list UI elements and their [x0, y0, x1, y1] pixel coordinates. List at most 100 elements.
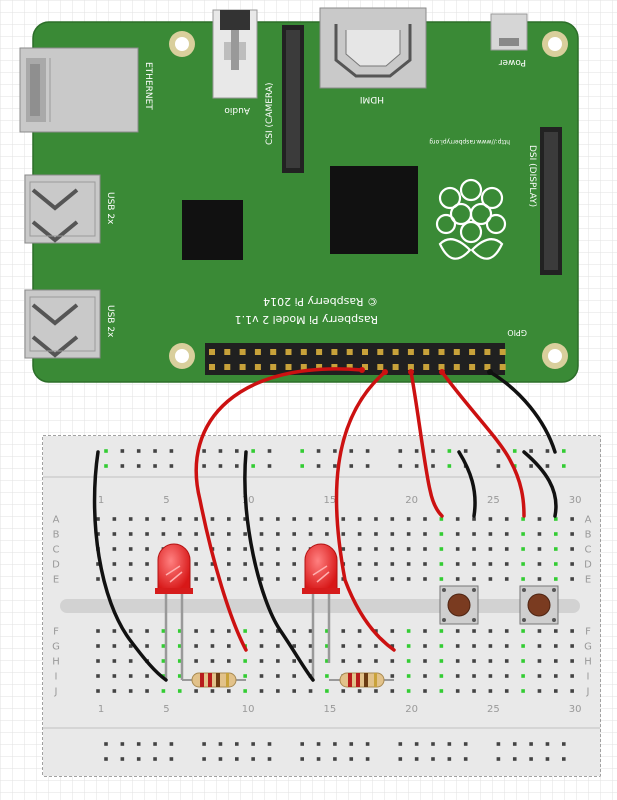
- copyright-label: © Raspberry Pi 2014: [263, 295, 378, 308]
- breadboard-hole: [472, 532, 476, 536]
- rail-hole: [120, 449, 125, 453]
- rail-hole: [251, 464, 255, 468]
- breadboard-hole: [276, 517, 280, 521]
- breadboard-hole: [325, 674, 329, 678]
- rail-hole: [267, 742, 272, 746]
- breadboard-hole: [472, 547, 476, 551]
- breadboard-hole: [210, 517, 215, 521]
- breadboard-hole: [128, 577, 133, 581]
- breadboard-hole: [177, 629, 182, 633]
- breadboard-hole: [521, 547, 525, 551]
- rail-hole: [545, 449, 550, 453]
- breadboard-hole: [423, 562, 427, 566]
- breadboard-hole: [259, 644, 264, 648]
- rail-hole: [431, 464, 435, 468]
- breadboard-hole: [488, 629, 493, 633]
- gpio-pin: [438, 349, 445, 355]
- rail-hole: [545, 464, 550, 468]
- breadboard-hole: [554, 689, 558, 693]
- breadboard-hole: [554, 577, 558, 581]
- breadboard-hole: [439, 689, 444, 693]
- breadboard-hole: [243, 577, 247, 581]
- breadboard-hole: [292, 577, 296, 581]
- breadboard-hole: [276, 659, 280, 663]
- rail-hole: [333, 449, 337, 453]
- column-label: 30: [569, 495, 582, 506]
- breadboard-hole: [423, 629, 427, 633]
- wire-black-led1: [92, 450, 168, 682]
- breadboard-hole: [406, 577, 411, 581]
- rail-hole: [104, 742, 108, 746]
- breadboard-hole: [341, 644, 346, 648]
- breadboard-hole: [177, 644, 182, 648]
- breadboard-hole: [439, 517, 444, 521]
- breadboard-hole: [259, 689, 264, 693]
- rail-hole: [218, 464, 223, 468]
- row-label: D: [584, 560, 592, 571]
- rail-hole: [333, 757, 337, 761]
- breadboard-hole: [227, 659, 231, 663]
- column-label: 20: [405, 704, 418, 715]
- breadboard-hole: [194, 644, 198, 648]
- breadboard-hole: [194, 532, 198, 536]
- rail-hole: [496, 742, 501, 746]
- column-label: 5: [163, 495, 169, 506]
- breadboard-hole: [128, 644, 133, 648]
- breadboard-hole: [145, 689, 149, 693]
- resistor-left: [182, 672, 246, 688]
- rail-hole: [398, 757, 403, 761]
- breadboard-hole: [390, 562, 395, 566]
- row-label: A: [53, 515, 60, 526]
- breadboard-hole: [570, 547, 574, 551]
- breadboard-hole: [194, 629, 198, 633]
- rail-hole: [218, 757, 223, 761]
- row-label: J: [586, 687, 590, 698]
- breadboard-hole: [488, 644, 493, 648]
- breadboard-hole: [161, 659, 166, 663]
- breadboard-hole: [374, 547, 378, 551]
- breadboard-hole: [406, 517, 411, 521]
- rail-hole: [300, 742, 304, 746]
- breadboard-hole: [292, 644, 296, 648]
- breadboard-hole: [227, 547, 231, 551]
- rail-hole: [202, 449, 206, 453]
- row-label: F: [53, 627, 59, 638]
- breadboard-hole: [439, 659, 444, 663]
- breadboard-hole: [570, 562, 574, 566]
- breadboard-hole: [177, 532, 182, 536]
- rail-hole: [169, 742, 174, 746]
- usb-port-top: [24, 174, 101, 244]
- breadboard-hole: [177, 674, 182, 678]
- push-button-left: [439, 585, 479, 625]
- rail-hole: [447, 449, 452, 453]
- breadboard-hole: [96, 659, 100, 663]
- breadboard-hole: [374, 689, 378, 693]
- breadboard-hole: [439, 644, 444, 648]
- breadboard-hole: [161, 532, 166, 536]
- row-label: J: [54, 687, 58, 698]
- gpio-pin: [499, 364, 506, 370]
- breadboard-hole: [243, 659, 247, 663]
- gpio-pin: [316, 349, 323, 355]
- breadboard-hole: [227, 532, 231, 536]
- rail-hole: [496, 464, 501, 468]
- rail-hole: [251, 742, 255, 746]
- rail-hole: [218, 449, 223, 453]
- column-label: 15: [324, 704, 337, 715]
- gpio-pin: [484, 364, 491, 370]
- breadboard-hole: [504, 577, 509, 581]
- breadboard-hole: [390, 547, 395, 551]
- breadboard-hole: [570, 659, 574, 663]
- rail-hole: [169, 449, 174, 453]
- rail-hole: [136, 464, 141, 468]
- rail-hole: [136, 742, 141, 746]
- rail-hole: [414, 449, 419, 453]
- breadboard-hole: [521, 577, 525, 581]
- rail-hole: [235, 449, 239, 453]
- breadboard-hole: [554, 629, 558, 633]
- breadboard-hole: [406, 629, 411, 633]
- breadboard-hole: [292, 674, 296, 678]
- breadboard-hole: [406, 562, 411, 566]
- breadboard-hole: [472, 577, 476, 581]
